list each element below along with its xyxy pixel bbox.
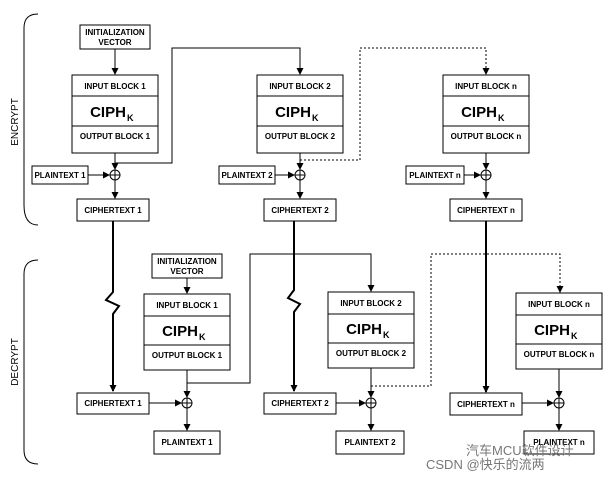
enc-plaintext-n: PLAINTEXT n [409,171,461,180]
enc-xor-n [480,169,492,181]
dec-output-block-n: OUTPUT BLOCK n [524,350,595,359]
svg-text:K: K [127,113,134,123]
dec-cipher-block-n: INPUT BLOCK n CIPH K OUTPUT BLOCK n [515,292,603,370]
watermark-line-2: CSDN @快乐的流两 [426,457,545,472]
enc-iv-label-2: VECTOR [98,38,131,47]
svg-text:K: K [312,113,319,123]
svg-text:K: K [199,332,206,342]
encrypt-label: ENCRYPT [10,98,21,146]
dec-xor-1 [181,397,193,409]
enc-xor-2 [294,169,306,181]
enc-ciphertext-2: CIPHERTEXT 2 [271,206,329,215]
dec-input-block-n: INPUT BLOCK n [528,300,590,309]
dec-plaintext-1-box [153,430,221,455]
enc-iv-box [79,24,151,50]
enc-ciph-1: CIPH [90,104,126,121]
enc-iv-label-1: INITIALIZATION [85,28,145,37]
enc-input-block-2: INPUT BLOCK 2 [269,82,331,91]
dec-iv-box [151,253,223,279]
enc-ciphertext-n: CIPHERTEXT n [457,206,515,215]
dec-iv-label-2: VECTOR [170,267,203,276]
enc-ciph-2: CIPH [275,104,311,121]
enc-ciph-n: CIPH [461,104,497,121]
enc-ciphertext-2-box [263,198,337,222]
dec-input-block-1: INPUT BLOCK 1 [156,301,218,310]
enc-cipher-block-1: INPUT BLOCK 1 CIPH K OUTPUT BLOCK 1 [71,74,159,154]
dec-ciphertext-n-box [449,392,523,416]
dec-plaintext-2-box [335,430,405,455]
enc-input-block-n: INPUT BLOCK n [455,82,517,91]
dec-plaintext-n-box [523,430,595,455]
dec-output-block-2: OUTPUT BLOCK 2 [336,349,407,358]
link-ct2 [286,221,302,392]
dec-xor-n [553,397,565,409]
dec-ciphertext-1: CIPHERTEXT 1 [84,399,142,408]
dec-ciphertext-2: CIPHERTEXT 2 [271,399,329,408]
enc-output-block-n: OUTPUT BLOCK n [451,132,522,141]
svg-text:K: K [571,331,578,341]
enc-plaintext-2: PLAINTEXT 2 [221,171,273,180]
enc-output-block-2: OUTPUT BLOCK 2 [265,132,336,141]
enc-xor-1 [109,169,121,181]
encrypt-brace [23,13,39,226]
dec-plaintext-1: PLAINTEXT 1 [161,438,213,447]
link-ct1 [104,221,121,392]
decrypt-brace [23,259,39,465]
dec-ciph-2: CIPH [346,321,382,338]
dec-plaintext-2: PLAINTEXT 2 [344,438,396,447]
enc-ciphertext-1: CIPHERTEXT 1 [84,206,142,215]
decrypt-label: DECRYPT [10,338,21,386]
svg-text:K: K [498,113,505,123]
dec-cipher-block-1: INPUT BLOCK 1 CIPH K OUTPUT BLOCK 1 [143,293,231,371]
dec-output-block-1: OUTPUT BLOCK 1 [152,351,223,360]
dec-xor-2 [365,397,377,409]
svg-text:K: K [383,330,390,340]
watermark-line-1: 汽车MCU软件设计 [466,443,574,458]
enc-output-block-1: OUTPUT BLOCK 1 [80,132,151,141]
enc-plaintext-1: PLAINTEXT 1 [34,171,86,180]
dec-plaintext-n: PLAINTEXT n [533,438,585,447]
enc-input-block-1: INPUT BLOCK 1 [84,82,146,91]
dec-ciph-1: CIPH [162,323,198,340]
dec-iv-label-1: INITIALIZATION [157,257,217,266]
enc-cipher-block-2: INPUT BLOCK 2 CIPH K OUTPUT BLOCK 2 [256,74,344,154]
dec-cipher-block-2: INPUT BLOCK 2 CIPH K OUTPUT BLOCK 2 [327,291,415,369]
dec-input-block-2: INPUT BLOCK 2 [340,299,402,308]
dec-ciph-n: CIPH [534,322,570,339]
dec-ciphertext-n: CIPHERTEXT n [457,400,515,409]
enc-cipher-block-n: INPUT BLOCK n CIPH K OUTPUT BLOCK n [442,74,530,154]
